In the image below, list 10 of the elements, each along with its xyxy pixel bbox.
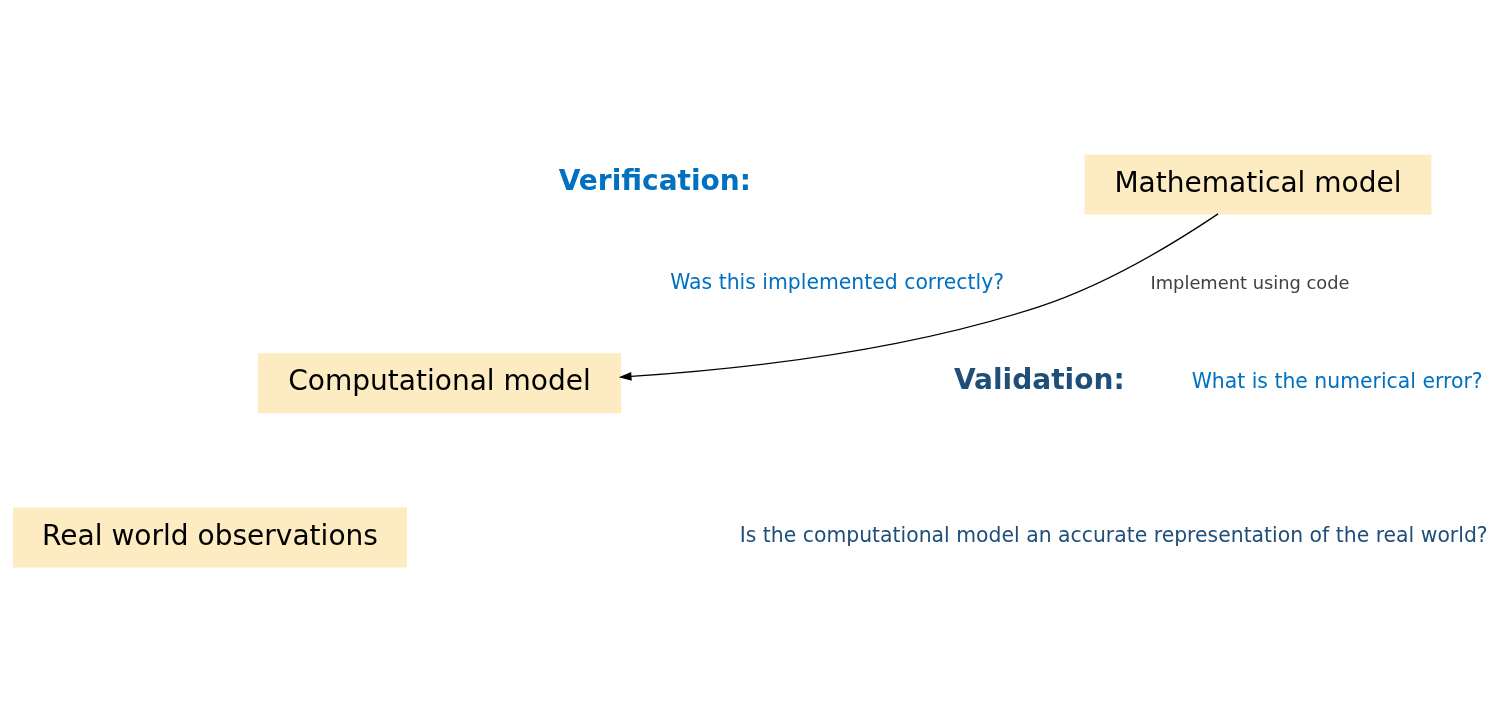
node-box: Mathematical model bbox=[1084, 153, 1432, 214]
label: Validation: bbox=[953, 362, 1125, 396]
edge-label: Implement using code bbox=[1150, 271, 1350, 293]
label: Was this implemented correctly? bbox=[670, 269, 1005, 294]
arrow bbox=[618, 212, 1219, 381]
label: Verification: bbox=[558, 163, 752, 197]
label: Is the computational model an accurate representation of the real world? bbox=[739, 522, 1488, 547]
label: What is the numerical error? bbox=[1191, 368, 1483, 393]
node-box: Real world observations bbox=[13, 507, 407, 568]
node-box: Computational model bbox=[257, 352, 622, 413]
